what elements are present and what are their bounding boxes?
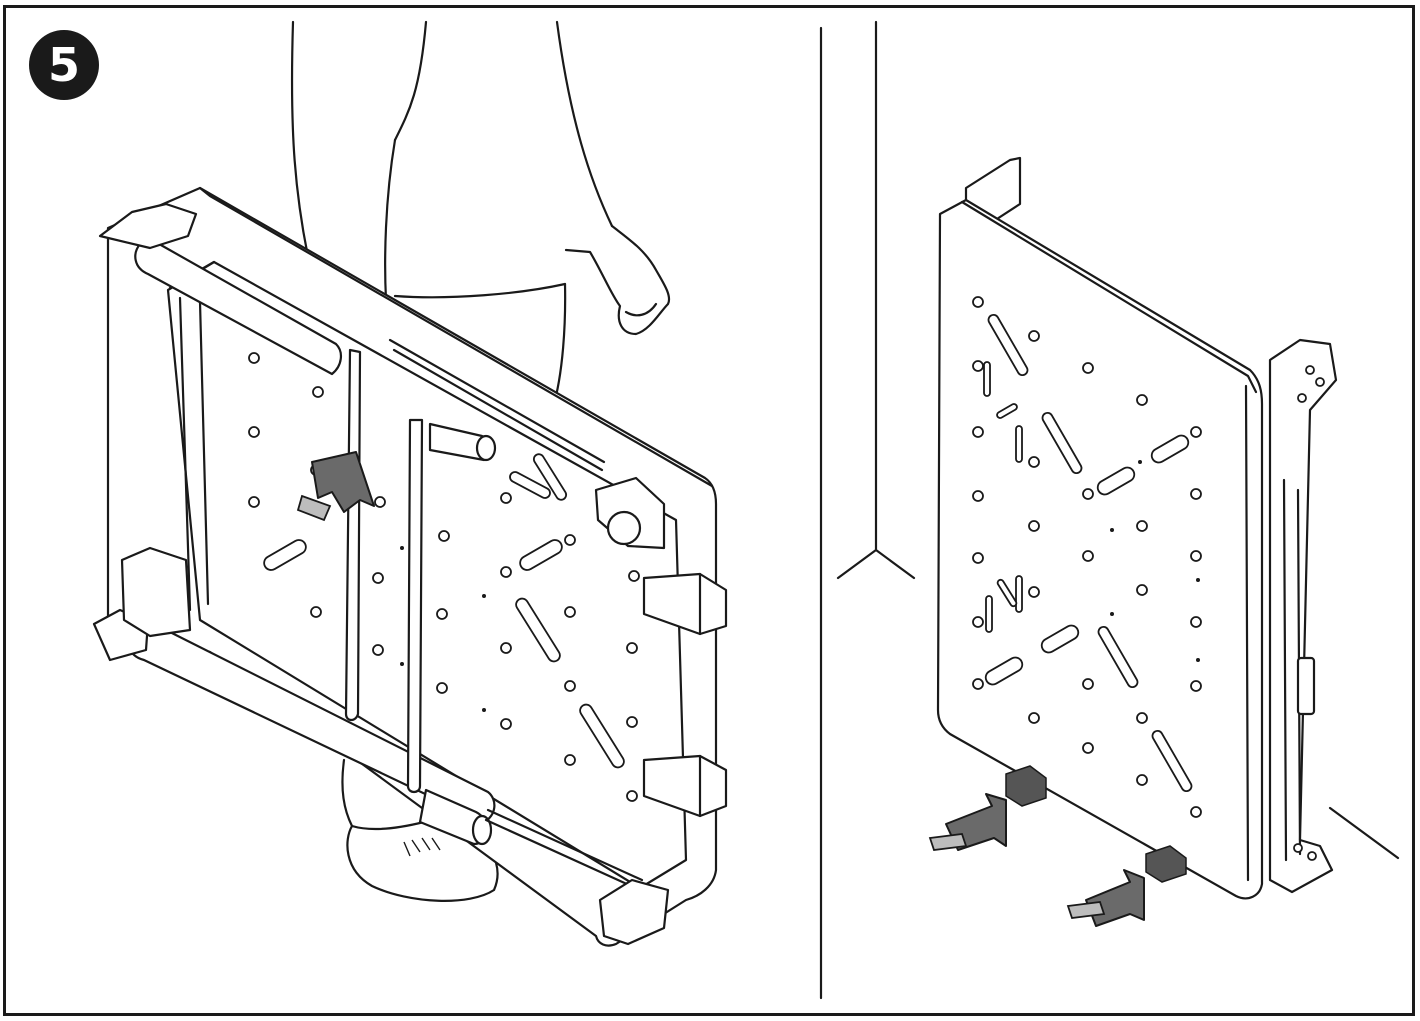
- floor-line: [1328, 806, 1400, 860]
- push-arrow-icon: [1085, 869, 1145, 927]
- right-panel-scene: [836, 20, 1400, 927]
- wall-corner: [836, 20, 916, 580]
- diagram-frame: [3, 5, 1415, 1016]
- step-number-badge: 5: [29, 30, 99, 100]
- left-panel-scene: [92, 20, 728, 947]
- folded-workbench: [92, 186, 728, 947]
- push-arrow-icon: [311, 451, 375, 513]
- step-number: 5: [47, 38, 80, 92]
